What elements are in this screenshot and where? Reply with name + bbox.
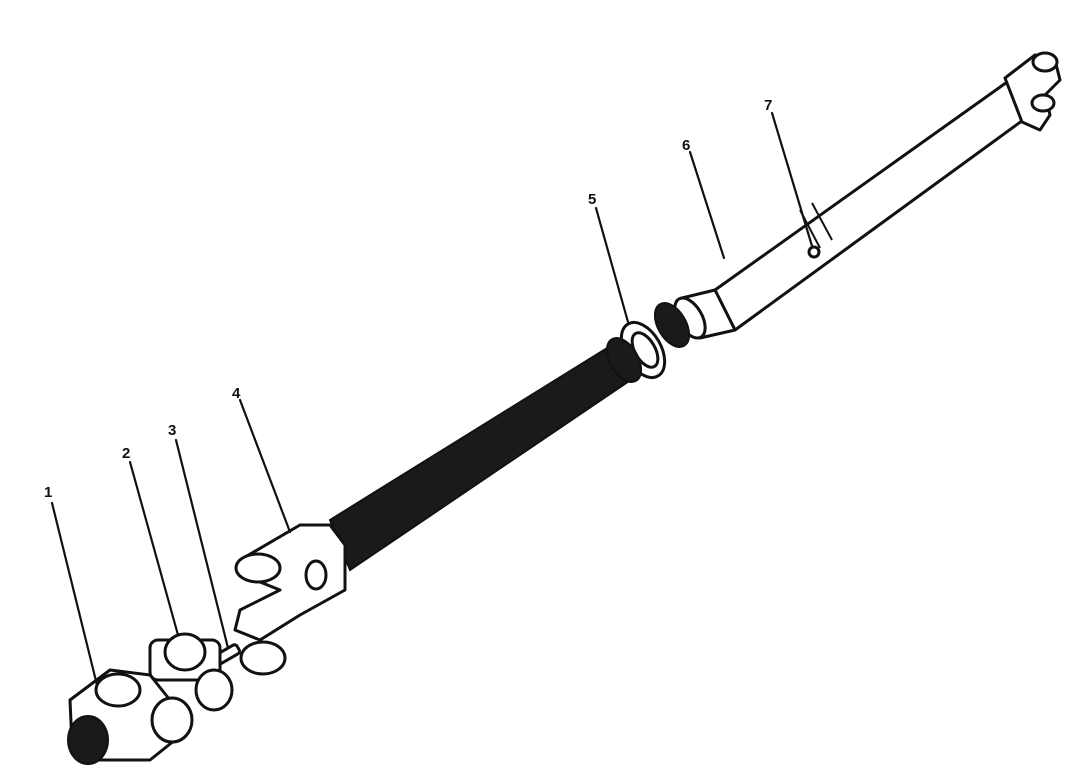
leader-3 bbox=[174, 438, 230, 650]
slip-yoke-eye-top bbox=[234, 552, 282, 584]
tube-band bbox=[811, 202, 833, 241]
leader-lines bbox=[50, 111, 814, 687]
yoke-end-eye-side bbox=[150, 696, 194, 744]
splined-shaft bbox=[233, 337, 643, 676]
tube-body bbox=[713, 78, 1032, 332]
callout-6: 6 bbox=[682, 137, 690, 154]
yoke-end-spline-bore bbox=[67, 715, 109, 765]
leader-2 bbox=[128, 460, 180, 637]
tube-assembly bbox=[653, 51, 1062, 348]
leader-5 bbox=[594, 206, 630, 324]
far-yoke-eye-bottom bbox=[1030, 93, 1056, 113]
bearing-cap-side bbox=[194, 668, 234, 712]
callout-numbers: 1 2 3 4 5 6 7 bbox=[44, 97, 772, 501]
leader-7 bbox=[770, 111, 814, 248]
leader-4 bbox=[238, 398, 292, 534]
callout-1: 1 bbox=[44, 484, 52, 501]
yoke-end bbox=[67, 668, 194, 765]
far-yoke-eye-top bbox=[1031, 51, 1059, 73]
yoke-end-eye-top bbox=[94, 672, 142, 708]
leader-1 bbox=[50, 501, 99, 687]
bearing-cap-top bbox=[163, 632, 207, 672]
tube-internal-spline bbox=[653, 302, 691, 348]
leader-6 bbox=[688, 150, 726, 260]
tube-grease-fitting-shape bbox=[807, 245, 821, 259]
callout-7: 7 bbox=[764, 97, 772, 114]
spider-cross bbox=[148, 632, 234, 712]
callout-5: 5 bbox=[588, 191, 596, 208]
callout-3: 3 bbox=[168, 422, 176, 439]
callout-2: 2 bbox=[122, 445, 130, 462]
slip-yoke-side-eye bbox=[304, 559, 328, 591]
slip-yoke-eye-bottom bbox=[239, 640, 287, 676]
callout-4: 4 bbox=[232, 385, 241, 402]
spline-end bbox=[605, 337, 643, 383]
spline-body bbox=[328, 343, 640, 572]
